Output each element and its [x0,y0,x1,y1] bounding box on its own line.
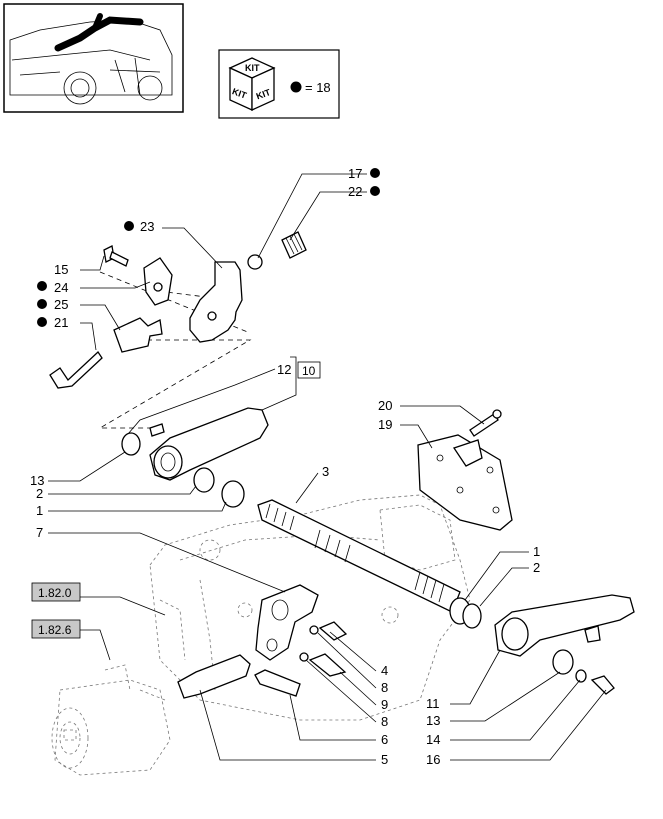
washer-2a [193,467,215,493]
callout-4: 4 [381,663,388,678]
bullet-icon [37,281,47,291]
bolt-20 [469,413,499,437]
bullet-icon [37,299,47,309]
callout-24: 24 [54,280,68,295]
kit-legend: KIT KIT KIT = 18 [218,49,340,119]
hole [207,311,217,321]
callout-2b: 2 [533,560,540,575]
key [149,423,165,437]
cover-plate-group [417,409,513,531]
callout-8a: 8 [381,680,388,695]
lever-7 [255,584,319,661]
cylinder-ghost [51,664,171,776]
cover-plate-19 [417,434,513,531]
leader-lines [48,173,607,761]
pin-9 [308,653,347,677]
ref-1820-text: 1.82.0 [38,586,72,600]
kit-bullets [37,168,380,327]
bullet-icon [370,168,380,178]
ref-10-text: 10 [302,364,316,378]
callout-14: 14 [426,732,440,747]
bracket-23 [189,261,243,343]
right-lift-arm-group [449,594,635,695]
callout-20: 20 [378,398,392,413]
bolt-21 [49,351,103,389]
callout-15: 15 [54,262,68,277]
callout-11: 11 [426,696,440,711]
bullet-icon [37,317,47,327]
callout-21: 21 [54,315,68,330]
washer-8b [299,652,309,662]
callout-16: 16 [426,752,440,767]
bolt-15 [103,245,129,267]
washer-1a [221,480,245,508]
callout-3: 3 [322,464,329,479]
lower-linkage [177,584,348,699]
tractor-thumbnail [3,3,184,113]
ref-box-10[interactable] [297,361,321,379]
lift-arm-11 [494,594,635,657]
callout-1b: 1 [533,544,540,559]
callout-5: 5 [381,752,388,767]
washer-14 [575,669,587,683]
callout-2a: 2 [36,486,43,501]
reference-boxes: 1.82.0 1.82.6 10 [31,361,321,639]
ref-1826-text: 1.82.6 [38,623,72,637]
hole [153,282,163,292]
callout-7: 7 [36,525,43,540]
link-5 [177,654,251,699]
callout-numbers: 17 22 23 15 24 25 21 12 20 19 13 2 1 3 7… [30,166,540,767]
bolt-4 [318,621,348,641]
ref-box-1826[interactable] [31,619,81,639]
left-lift-arm-group [121,407,269,508]
callout-9: 9 [381,697,388,712]
circlip-17 [247,254,263,270]
washer-13b [552,649,574,675]
callout-1a: 1 [36,503,43,518]
bullet-icon [370,186,380,196]
kit-bullet-icon [290,81,302,93]
kit-right-text: KIT [255,87,273,102]
link-6 [254,669,301,697]
callout-22: 22 [348,184,362,199]
arm-boss [153,445,183,479]
callout-17: 17 [348,166,362,181]
arm-boss-right [501,617,529,651]
callout-23: 23 [140,219,154,234]
bolt-16 [590,675,615,695]
kit-left-text: KIT [231,86,249,101]
bullet-icon [124,221,134,231]
callout-8b: 8 [381,714,388,729]
stud [584,625,601,643]
washer-13a [121,432,141,456]
kit-top-text: KIT [245,63,260,73]
callout-6: 6 [381,732,388,747]
washer-2b [462,603,482,629]
callout-12: 12 [277,362,291,377]
callout-13a: 13 [30,473,44,488]
callout-13b: 13 [426,713,440,728]
ref-box-1820[interactable] [31,582,81,602]
washer-8a [309,625,319,635]
pin-25 [113,317,163,353]
kit-legend-text: = 18 [305,80,331,95]
lever-plate-24 [143,257,173,306]
upper-assembly [49,231,307,429]
callout-25: 25 [54,297,68,312]
callout-19: 19 [378,417,392,432]
kit-cube-icon: KIT KIT KIT [228,57,276,112]
bushing-22 [281,231,307,259]
